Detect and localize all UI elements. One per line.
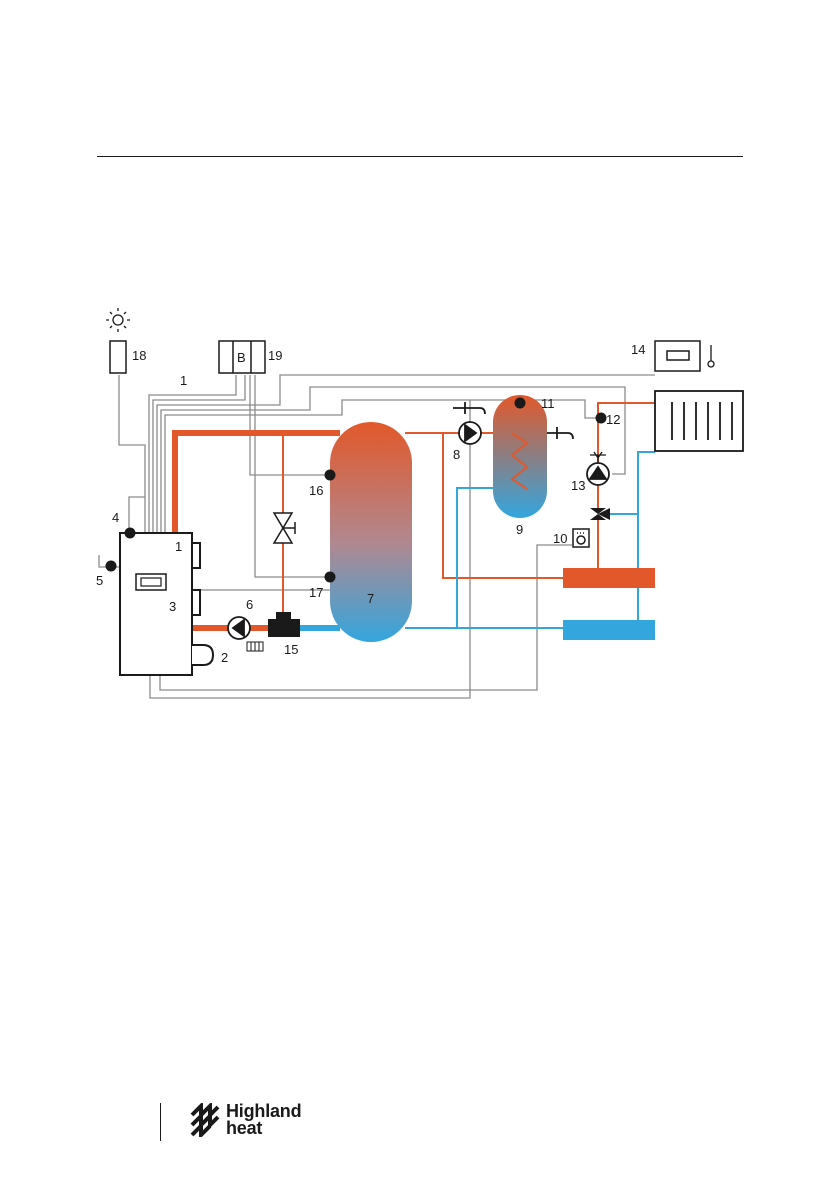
sensor-4 bbox=[125, 528, 136, 539]
outdoor-sensor bbox=[110, 341, 126, 373]
hot-supply-pipes bbox=[175, 403, 655, 628]
bypass-valve-icon bbox=[274, 513, 295, 543]
radiator-icon bbox=[655, 391, 743, 451]
label-6: 6 bbox=[246, 597, 253, 612]
label-8: 8 bbox=[453, 447, 460, 462]
pump-6-icon bbox=[228, 617, 250, 639]
label-19: 19 bbox=[268, 348, 282, 363]
brand-line2: heat bbox=[226, 1120, 301, 1137]
label-10: 10 bbox=[553, 531, 567, 546]
tap-cold-icon bbox=[453, 402, 485, 414]
label-15: 15 bbox=[284, 642, 298, 657]
label-7: 7 bbox=[367, 591, 374, 606]
sensor-12 bbox=[596, 413, 607, 424]
label-4: 4 bbox=[112, 510, 119, 525]
label-1-wire: 1 bbox=[180, 373, 187, 388]
label-3: 3 bbox=[169, 599, 176, 614]
cold-manifold bbox=[563, 620, 655, 640]
label-12: 12 bbox=[606, 412, 620, 427]
buffer-tank bbox=[330, 422, 412, 642]
radiator-small-icon bbox=[247, 642, 263, 651]
sun-icon bbox=[106, 308, 130, 332]
tap-hot-icon bbox=[547, 427, 573, 439]
boiler bbox=[120, 533, 213, 675]
label-17: 17 bbox=[309, 585, 323, 600]
logo-mark-icon bbox=[190, 1103, 220, 1137]
three-way-valve-icon bbox=[590, 508, 610, 520]
label-9: 9 bbox=[516, 522, 523, 537]
thermometer-icon bbox=[708, 345, 714, 367]
dhw-cylinder bbox=[493, 395, 547, 518]
sensor-5 bbox=[106, 561, 117, 572]
label-16: 16 bbox=[309, 483, 323, 498]
label-5: 5 bbox=[96, 573, 103, 588]
brand-name: Highland heat bbox=[226, 1103, 301, 1137]
label-1-boiler: 1 bbox=[175, 539, 182, 554]
footer-divider bbox=[160, 1103, 161, 1141]
label-14: 14 bbox=[631, 342, 645, 357]
analyser-10-icon bbox=[573, 529, 589, 547]
hot-manifold bbox=[563, 568, 655, 588]
room-thermostat-icon bbox=[655, 341, 700, 371]
pump-13-icon bbox=[587, 463, 609, 485]
label-2: 2 bbox=[221, 650, 228, 665]
label-13: 13 bbox=[571, 478, 585, 493]
sensor-17 bbox=[325, 572, 336, 583]
sensor-16 bbox=[325, 470, 336, 481]
label-b-module: B bbox=[237, 350, 246, 365]
mixing-valve-15-icon bbox=[268, 612, 300, 637]
sensor-11 bbox=[515, 398, 526, 409]
label-11: 11 bbox=[541, 396, 555, 411]
brand-logo: Highland heat bbox=[190, 1103, 301, 1137]
pump-8-icon bbox=[459, 422, 481, 444]
label-18: 18 bbox=[132, 348, 146, 363]
